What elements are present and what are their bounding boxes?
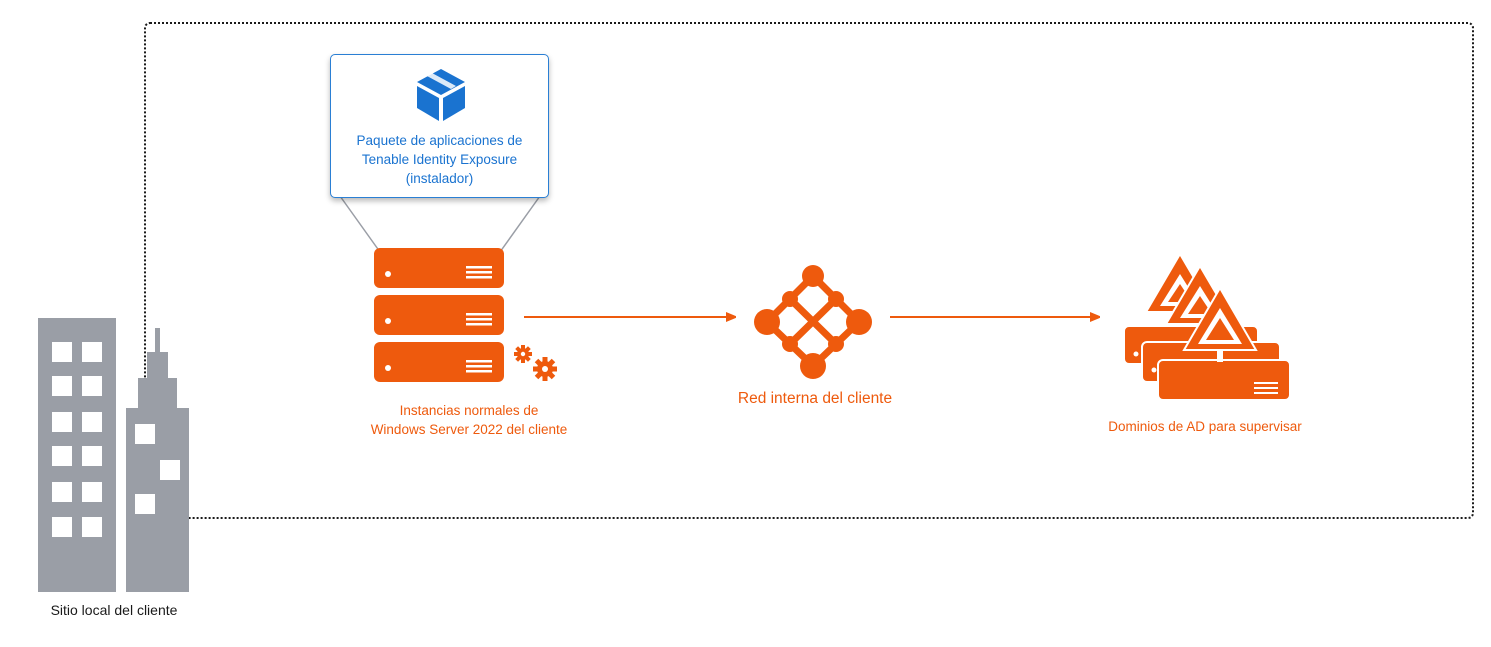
package-box-icon (417, 69, 465, 121)
ad-domains-icon (1123, 252, 1291, 401)
site-label: Sitio local del cliente (50, 602, 178, 618)
buildings-icon (38, 318, 189, 592)
gears-icon (514, 345, 557, 381)
site-boundary (144, 22, 1474, 519)
network-mesh-icon (754, 265, 872, 379)
installer-callout: Paquete de aplicaciones de Tenable Ident… (330, 54, 549, 198)
domains-label: Dominios de AD para supervisar (1108, 419, 1302, 434)
servers-label: Instancias normales de Windows Server 20… (370, 403, 568, 437)
installer-label: Paquete de aplicaciones de Tenable Ident… (356, 133, 523, 186)
network-label: Red interna del cliente (737, 390, 893, 407)
server-stack-icon (374, 248, 504, 382)
